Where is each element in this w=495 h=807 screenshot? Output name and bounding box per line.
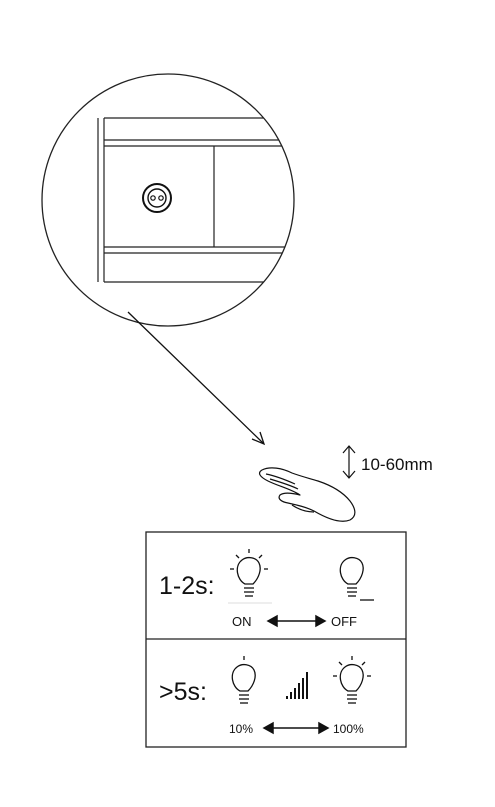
mode-table	[145, 531, 407, 748]
min-brightness-label: 10%	[229, 722, 253, 736]
pointer-arrow	[127, 311, 266, 446]
short-press-row: 1-2s: ON OFF	[159, 549, 374, 629]
toggle-arrow	[266, 614, 327, 628]
long-press-label: >5s:	[159, 678, 207, 706]
bulb-bright-icon	[333, 656, 371, 704]
max-brightness-label: 100%	[333, 722, 364, 736]
long-press-row: >5s: 10	[159, 656, 371, 736]
hand-icon	[258, 467, 356, 522]
bulb-off-icon	[339, 556, 374, 601]
signal-bars-icon	[286, 672, 308, 699]
sensor-icon	[142, 183, 172, 213]
bulb-on-icon	[230, 549, 268, 597]
short-press-label: 1-2s:	[159, 572, 215, 600]
on-label: ON	[232, 614, 252, 629]
bulb-dim-icon	[231, 656, 256, 704]
distance-arrow	[342, 445, 356, 479]
off-label: OFF	[331, 614, 357, 629]
dimming-arrow	[262, 721, 330, 735]
distance-label: 10-60mm	[361, 455, 433, 474]
magnifier-detail-circle	[41, 73, 295, 327]
